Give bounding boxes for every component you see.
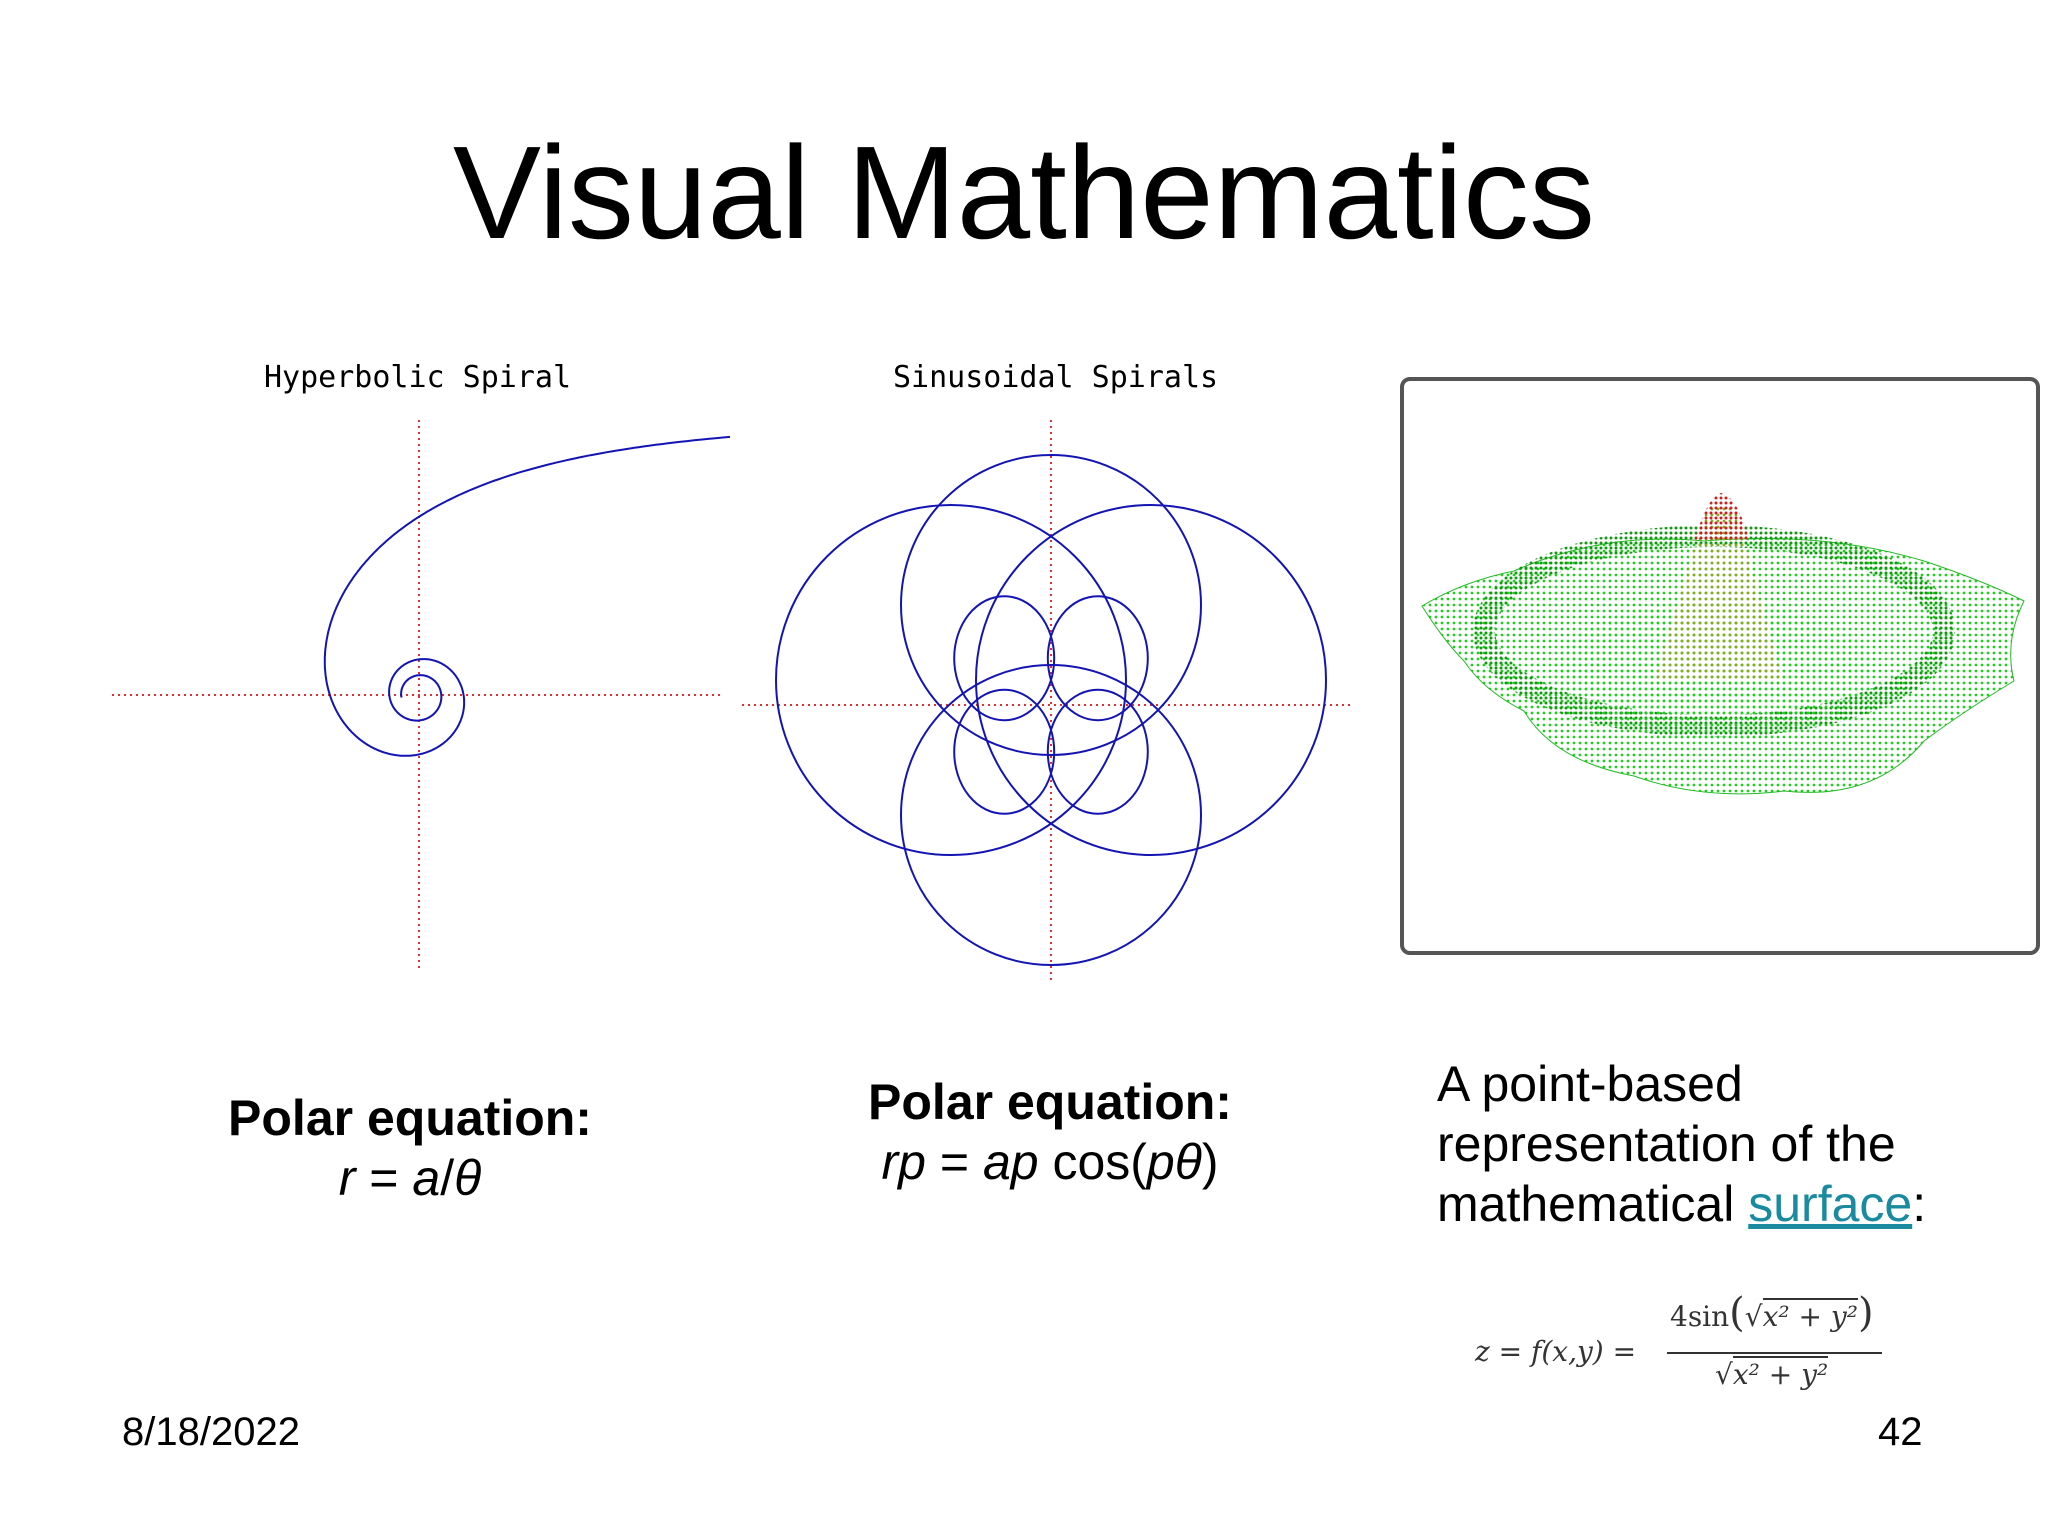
sinusoidal-spiral-curves [775,454,1327,966]
sinusoidal-spirals-panel: Sinusoidal Spirals [740,355,1360,995]
caption-equation: r = a/θ [170,1148,650,1208]
hyperbolic-spiral-caption: Polar equation: r = a/θ [170,1088,650,1208]
desc-line-2: representation of the [1437,1116,1896,1172]
numerator-prefix: 4sin [1670,1300,1730,1333]
surface-image-frame [1400,377,2040,955]
desc-prefix: mathematical [1437,1176,1749,1232]
slide-title: Visual Mathematics [452,119,1596,266]
desc-suffix: : [1912,1176,1927,1232]
slide-date: 8/18/2022 [122,1410,300,1454]
eq-theta: θ [454,1150,482,1206]
surface-formula: z = f(x,y) = 4sin(√x² + y²) √x² + y² [1475,1290,1895,1420]
numerator-radicand: x² + y² [1762,1298,1858,1333]
surface-link[interactable]: surface [1748,1176,1913,1232]
eq-r: r [338,1150,356,1206]
hyperbolic-spiral-title: Hyperbolic Spiral [264,360,572,395]
small-loop-1 [953,595,1056,722]
large-circle-top [900,454,1202,756]
eq-ap: ap [982,1134,1039,1190]
numerator-sqrt-sign: √ [1744,1300,1763,1333]
eq-ptheta: pθ [1146,1134,1202,1190]
denominator-radicand: x² + y² [1732,1356,1829,1391]
large-circle-bottom [900,664,1202,966]
formula-numerator: 4sin(√x² + y²) [1670,1290,1874,1336]
sinusoidal-spirals-plot [742,420,1352,983]
eq-cos: cos( [1038,1134,1147,1190]
desc-line-1: A point-based [1437,1056,1743,1112]
sinusoidal-spirals-title: Sinusoidal Spirals [893,360,1219,395]
hyperbolic-spiral-plot [112,420,730,970]
large-circle-right [975,504,1327,856]
denominator-sqrt-sign: √ [1715,1358,1733,1391]
caption-equation: rp = ap cos(pθ) [810,1132,1290,1192]
surface-plot [1421,493,2025,795]
small-loop-2 [1046,595,1149,722]
hyperbolic-spiral-panel: Hyperbolic Spiral [110,355,730,995]
formula-lhs: z = f(x,y) = [1475,1335,1637,1368]
sinusoidal-spirals-caption: Polar equation: rp = ap cos(pθ) [810,1072,1290,1192]
surface-peak [1654,504,1784,681]
slide-page-number: 42 [1878,1410,1923,1454]
formula-denominator: √x² + y² [1715,1356,1829,1391]
desc-line-3: mathematical surface: [1437,1174,1997,1234]
caption-heading: Polar equation: [228,1090,592,1146]
eq-equals: = [355,1150,413,1206]
numerator-paren-open: ( [1729,1290,1745,1336]
fraction-bar [1667,1352,1882,1354]
large-circle-left [775,504,1127,856]
eq-equals: = [925,1134,983,1190]
caption-heading: Polar equation: [868,1074,1232,1130]
small-loop-4 [1046,688,1149,815]
eq-rp: rp [881,1134,926,1190]
surface-description: A point-based representation of the math… [1437,1054,1997,1234]
small-loop-3 [953,688,1056,815]
eq-slash: / [440,1150,455,1206]
eq-a: a [412,1150,441,1206]
numerator-paren-close: ) [1857,1290,1874,1336]
surface-peak-top [1694,493,1749,541]
hyperbolic-spiral-curve [323,435,730,757]
eq-close: ) [1201,1134,1219,1190]
